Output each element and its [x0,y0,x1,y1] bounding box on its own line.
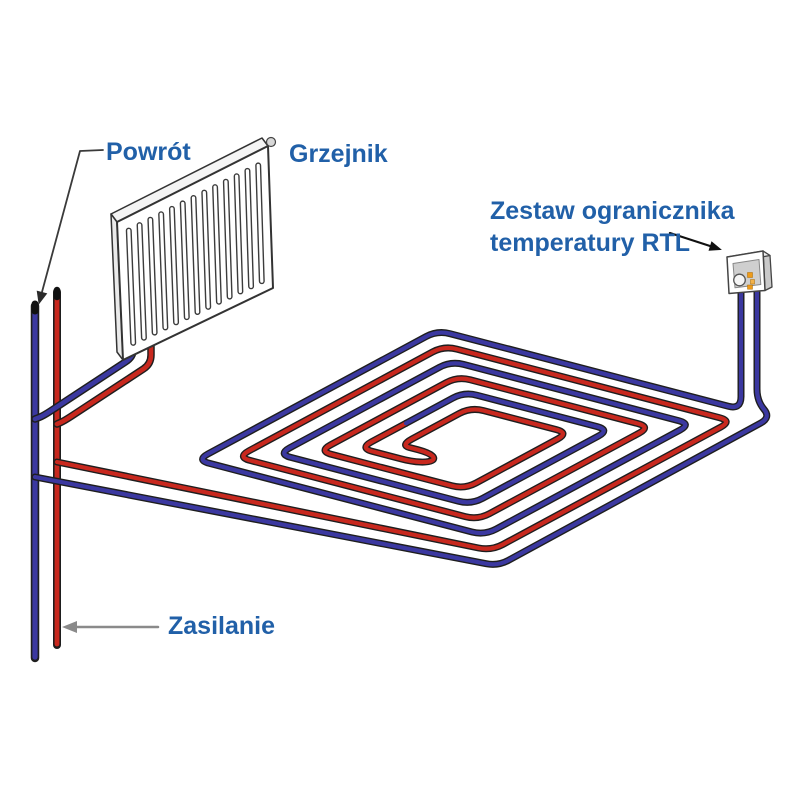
label-grzejnik: Grzejnik [289,140,388,168]
radiator-slot-inner [256,163,264,283]
rtl-orange-dot [747,272,753,278]
radiator-slot-inner [159,212,167,330]
radiator-slot-inner [170,207,178,324]
radiator-slot-inner [235,174,242,294]
radiator-slot-inner [202,190,210,309]
label-rtl-line1: Zestaw ogranicznika [490,197,735,225]
radiator-slot-inner [191,196,200,314]
radiator [110,136,277,361]
rtl-orange-dot [747,284,753,290]
radiator-slot-inner [181,201,189,319]
riser-pipes [30,286,61,663]
leader-arrows [36,149,722,633]
zasilanie-arrowhead-icon [62,621,77,633]
radiator-supply-pipe [54,337,154,427]
coil-supply-pipe [54,345,729,551]
rtl-orange-dot [750,279,755,285]
radiator-slot-inner [224,180,232,299]
floor-heating-coil [31,288,771,568]
label-zasilanie: Zasilanie [168,612,275,640]
radiator-slots [125,162,265,346]
radiator-slot-inner [148,218,157,335]
rtl-arrow [668,231,712,248]
rtl-knob [733,273,746,287]
rtl-arrowhead-icon [708,241,722,251]
radiator-slot-inner [137,223,146,340]
powrot-arrow [41,149,104,293]
radiator-slot-inner [127,228,135,345]
label-rtl: Zestaw ogranicznika temperatury RTL [490,195,735,259]
powrot-arrowhead-icon [36,290,48,305]
label-rtl-line2: temperatury RTL [490,229,691,257]
radiator-slot-inner [245,169,253,288]
radiator-valve-nub [265,136,277,148]
radiator-slot-inner [213,185,221,304]
outer-return-loop [32,289,769,567]
coil-return-pipe [200,289,744,536]
label-powrot: Powrót [106,138,191,166]
rtl-valve-box [726,250,773,295]
